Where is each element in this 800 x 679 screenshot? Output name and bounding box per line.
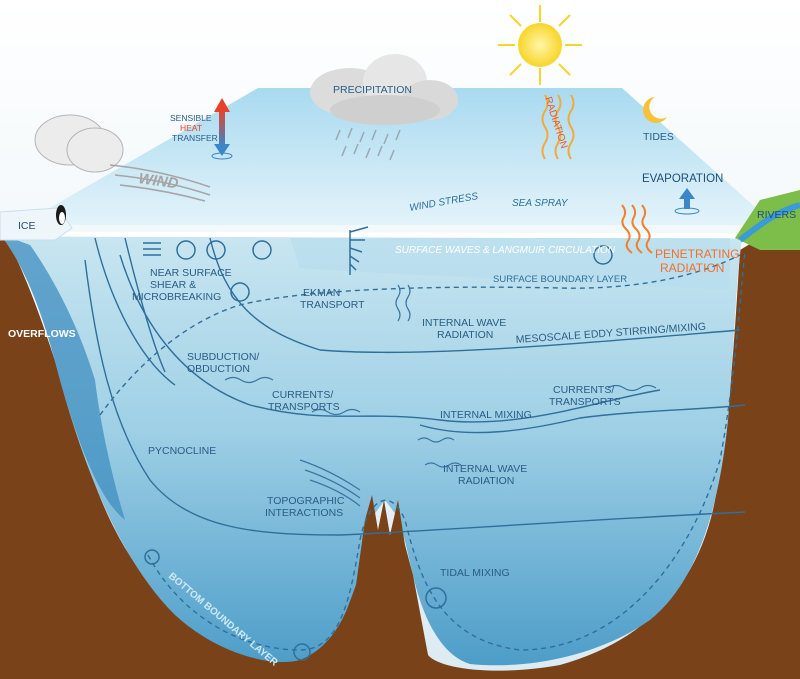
overflows-label: OVERFLOWS: [8, 328, 76, 340]
overflow-wall: [0, 234, 125, 520]
wind-cloud-icon: [34, 114, 211, 202]
radiation-rays: [541, 94, 575, 160]
ridge: [330, 495, 428, 655]
topographic-label-1: TOPOGRAPHIC: [267, 495, 345, 507]
currents-right-label-1: CURRENTS/: [553, 384, 614, 396]
evaporation-label: EVAPORATION: [642, 173, 723, 185]
internal-wave-2-label-b: RADIATION: [458, 475, 514, 487]
currents-line: [119, 254, 661, 423]
tides-label: TIDES: [643, 131, 674, 143]
sun-icon: [498, 5, 582, 85]
ekman-spiral: [349, 226, 369, 275]
transfer-label: TRANSFER: [172, 133, 218, 143]
precipitation-label: PRECIPITATION: [333, 84, 412, 96]
heat-transfer-arrow: [211, 98, 233, 160]
mesoscale-line: [209, 237, 741, 354]
surface-foam: [0, 231, 743, 239]
surface-boundary-layer-label: SURFACE BOUNDARY LAYER: [493, 274, 627, 285]
pycnocline-label: PYCNOCLINE: [148, 445, 216, 457]
subduction-label-1: SUBDUCTION/: [187, 351, 259, 363]
ice-label: ICE: [18, 220, 36, 232]
ocean-body: [0, 234, 742, 666]
rivers-label: RIVERS: [757, 209, 796, 221]
rain-cloud-icon: [310, 54, 458, 161]
subduction-label-2: OBDUCTION: [187, 363, 250, 375]
near-surface-label-3: MICROBREAKING: [132, 291, 221, 303]
shear-arrows: [143, 240, 613, 661]
pycnocline-line: [84, 259, 746, 536]
flow-line-2: [124, 237, 166, 373]
penetrating-label-1: PENETRATING: [655, 247, 739, 261]
near-surface-label-2: SHEAR &: [150, 279, 196, 291]
sea-spray-label: SEA SPRAY: [512, 198, 569, 209]
sea-surface-plane: [20, 88, 775, 225]
sensible-label: SENSIBLE: [170, 113, 212, 123]
moon-icon: [643, 97, 667, 123]
surface-boundary-dash: [99, 254, 741, 416]
internal-wave-1-label-b: RADIATION: [437, 329, 493, 341]
currents-left-label-1: CURRENTS/: [272, 389, 333, 401]
evaporation-arrow: [674, 188, 700, 215]
internal-wave-2-label-a: INTERNAL WAVE: [443, 463, 527, 475]
penetrating-label-2: RADIATION: [660, 261, 724, 275]
penetrating-radiation-rays: [621, 204, 653, 254]
wind-label: WIND: [137, 170, 179, 192]
internal-wave-1-label-a: INTERNAL WAVE: [422, 317, 506, 329]
tidal-mixing-label: TIDAL MIXING: [440, 567, 510, 579]
near-surface-label-1: NEAR SURFACE: [150, 267, 232, 279]
internal-wave-squiggles: [224, 284, 657, 507]
river-icon: [738, 202, 800, 243]
surface-waves-label: SURFACE WAVES & LANGMUIR CIRCULATION: [395, 245, 616, 256]
flow-line-1: [94, 237, 176, 386]
ekman-label-2: TRANSPORT: [300, 299, 365, 311]
surface-boundary-band: [290, 238, 730, 290]
heat-label: HEAT: [180, 123, 202, 133]
internal-mixing-label: INTERNAL MIXING: [440, 409, 532, 421]
currents-left-label-2: TRANSPORTS: [268, 401, 340, 413]
topographic-label-2: INTERACTIONS: [265, 507, 343, 519]
currents-right-label-2: TRANSPORTS: [549, 396, 621, 408]
internal-mixing-line: [419, 404, 746, 434]
ice-block: [0, 207, 73, 241]
ekman-label-1: EKMAN: [303, 287, 340, 299]
bottom-boundary-dash: [147, 249, 746, 651]
